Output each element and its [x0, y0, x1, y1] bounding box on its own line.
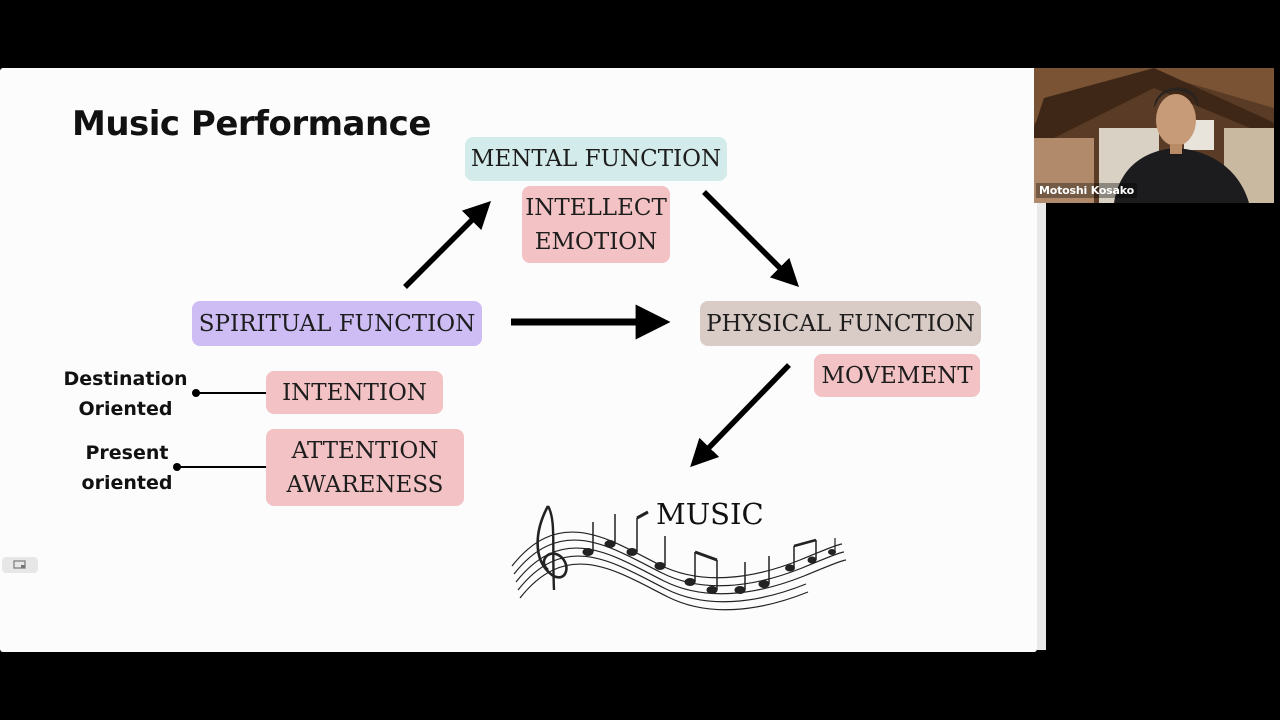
music-notes-icon	[582, 510, 836, 594]
music-label: MUSIC	[656, 497, 764, 531]
music-staff-icon	[511, 505, 847, 611]
emotion-label: EMOTION	[534, 228, 658, 255]
participant-name: Motoshi Kosako	[1036, 183, 1137, 198]
arrow-spiritual-to-mental	[403, 200, 492, 289]
spiritual-function-label: SPIRITUAL FUNCTION	[198, 310, 476, 337]
physical-function-label: PHYSICAL FUNCTION	[706, 310, 975, 337]
physical-function-box: PHYSICAL FUNCTION	[700, 301, 981, 346]
intention-box: INTENTION	[266, 371, 443, 414]
intellect-label: INTELLECT	[525, 194, 667, 221]
movement-box: MOVEMENT	[814, 354, 980, 397]
slide-scrollbar[interactable]	[1037, 202, 1046, 650]
screen-icon	[13, 560, 26, 569]
intention-label: INTENTION	[282, 379, 427, 406]
attention-awareness-box: ATTENTION AWARENESS	[266, 429, 464, 506]
participant-video[interactable]: Motoshi Kosako	[1034, 68, 1274, 203]
destination-oriented-label: Destination Oriented	[63, 368, 188, 420]
awareness-label: AWARENESS	[286, 471, 444, 498]
slide-title: Music Performance	[72, 104, 431, 144]
intellect-emotion-box: INTELLECT EMOTION	[522, 186, 670, 263]
movement-label: MOVEMENT	[821, 362, 973, 389]
arrow-mental-to-physical	[702, 190, 800, 288]
mental-function-box: MENTAL FUNCTION	[465, 137, 727, 181]
mental-function-label: MENTAL FUNCTION	[470, 146, 722, 172]
slide-tool-button[interactable]	[2, 557, 38, 573]
participant-video-frame	[1034, 68, 1274, 203]
present-oriented-label: Present oriented	[81, 442, 173, 494]
attention-label: ATTENTION	[291, 437, 439, 464]
spiritual-function-box: SPIRITUAL FUNCTION	[192, 301, 482, 346]
arrow-physical-to-music	[690, 363, 791, 468]
